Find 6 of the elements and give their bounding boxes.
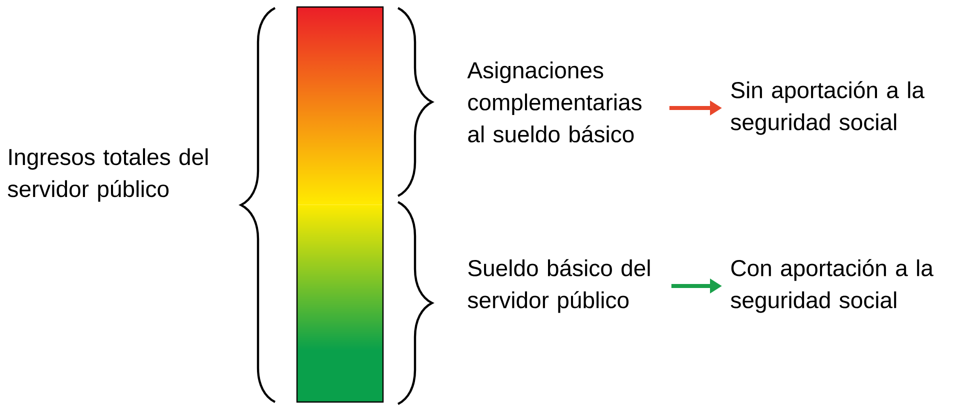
- text-label: Sin aportación a la seguridad social: [730, 81, 924, 135]
- text-label: Ingresos totales del servidor público: [8, 148, 208, 202]
- text-label: Asignaciones complementarias al sueldo básico: [467, 62, 642, 142]
- gradient-bar: [296, 6, 384, 403]
- text-label: Con aportación a la seguridad social: [730, 259, 934, 313]
- text-label: Sueldo básico del servidor público: [468, 259, 650, 313]
